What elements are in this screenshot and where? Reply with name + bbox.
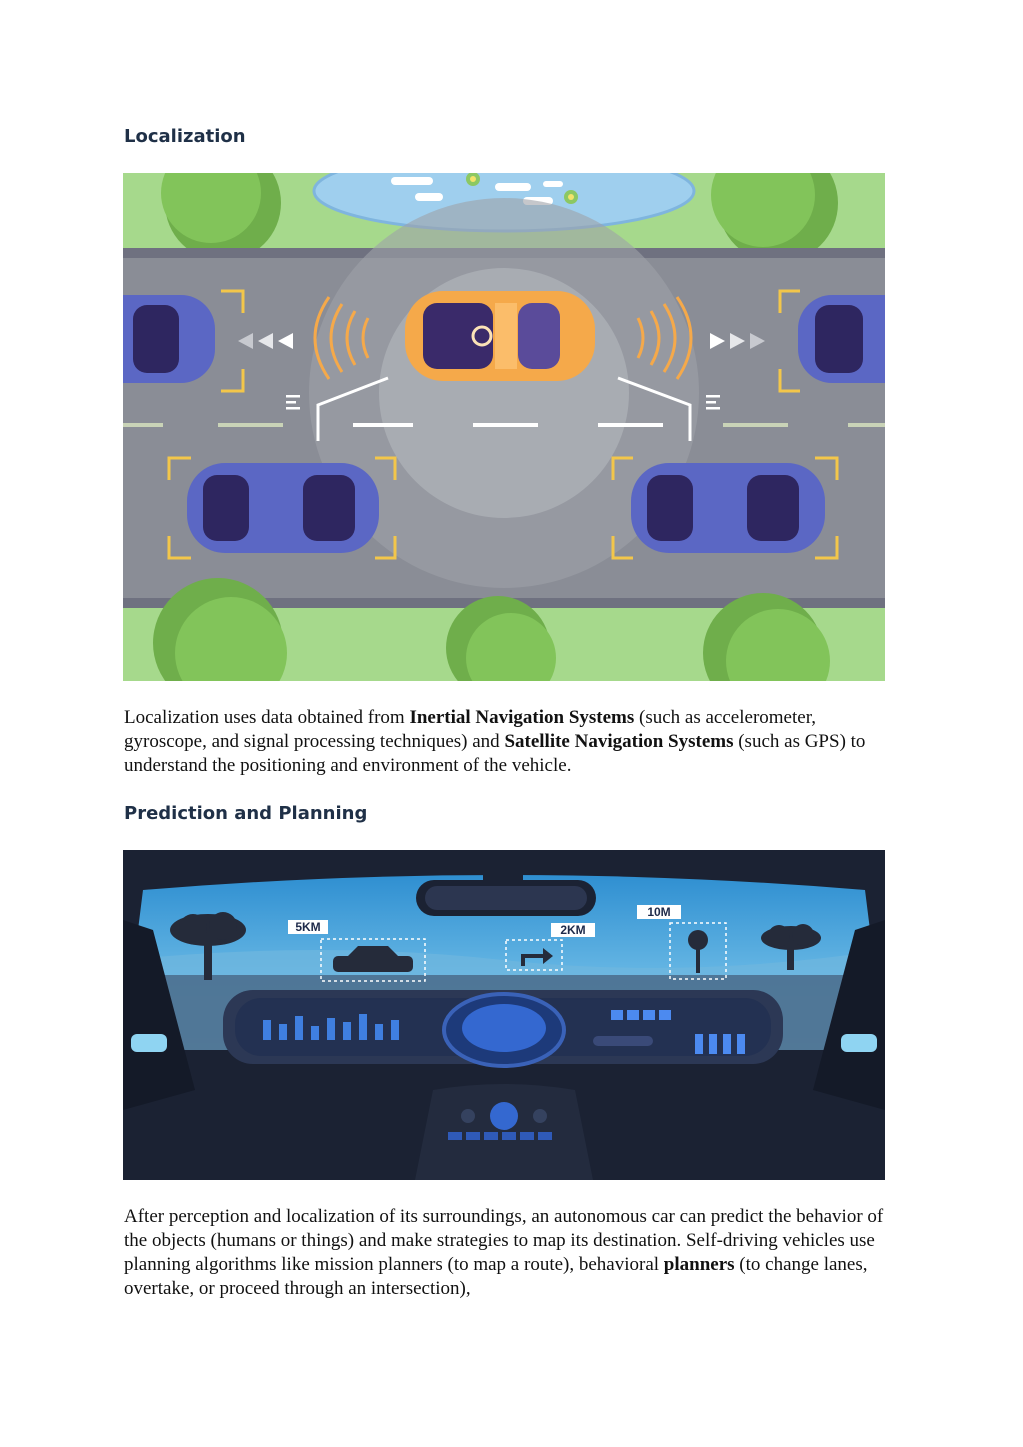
signal-wave-icon <box>313 296 370 380</box>
tree-icon <box>761 924 821 970</box>
text-run: Localization uses data obtained from <box>124 707 410 728</box>
arrow-right-icon <box>710 333 765 349</box>
hud-marker-turn: 2KM <box>505 923 595 971</box>
text-run: (to change lanes, overtake, or proceed t… <box>124 1254 868 1299</box>
localization-illustration <box>123 173 885 681</box>
car-icon <box>187 463 379 553</box>
hud-distance-label: 2KM <box>560 923 585 937</box>
bold-term: planners <box>663 1254 735 1275</box>
bold-term: Inertial Navigation Systems <box>409 707 635 728</box>
section-heading-localization: Localization <box>124 126 246 147</box>
prediction-illustration: 5KM 2KM 10M <box>123 850 885 1180</box>
hud-marker-far-car: 5KM <box>288 920 426 982</box>
signal-wave-icon <box>636 296 693 380</box>
tree-icon <box>161 173 281 261</box>
hud-distance-label: 10M <box>647 905 670 919</box>
tree-icon <box>446 596 556 681</box>
car-icon <box>405 291 595 381</box>
bold-term: Satellite Navigation Systems <box>504 731 734 752</box>
tree-icon <box>711 173 838 263</box>
turn-arrow-icon <box>521 948 553 966</box>
tree-icon <box>153 578 287 681</box>
text-run: (such as GPS) to understand the position… <box>124 731 866 776</box>
hud-distance-label: 5KM <box>295 920 320 934</box>
tree-icon <box>703 593 830 681</box>
hud-marker-near: 10M <box>637 905 727 980</box>
tree-icon <box>170 912 246 980</box>
car-icon <box>798 295 885 383</box>
text-run: (such as accelerometer, gyroscope, and s… <box>124 707 817 752</box>
arrow-left-icon <box>238 333 293 349</box>
car-icon <box>333 946 413 972</box>
car-icon <box>123 295 215 383</box>
prediction-paragraph: After perception and localization of its… <box>124 1205 894 1301</box>
localization-paragraph: Localization uses data obtained from Ine… <box>124 706 894 778</box>
text-run: After perception and localization of its… <box>124 1206 884 1275</box>
section-heading-prediction: Prediction and Planning <box>124 803 368 824</box>
car-icon <box>631 463 825 553</box>
